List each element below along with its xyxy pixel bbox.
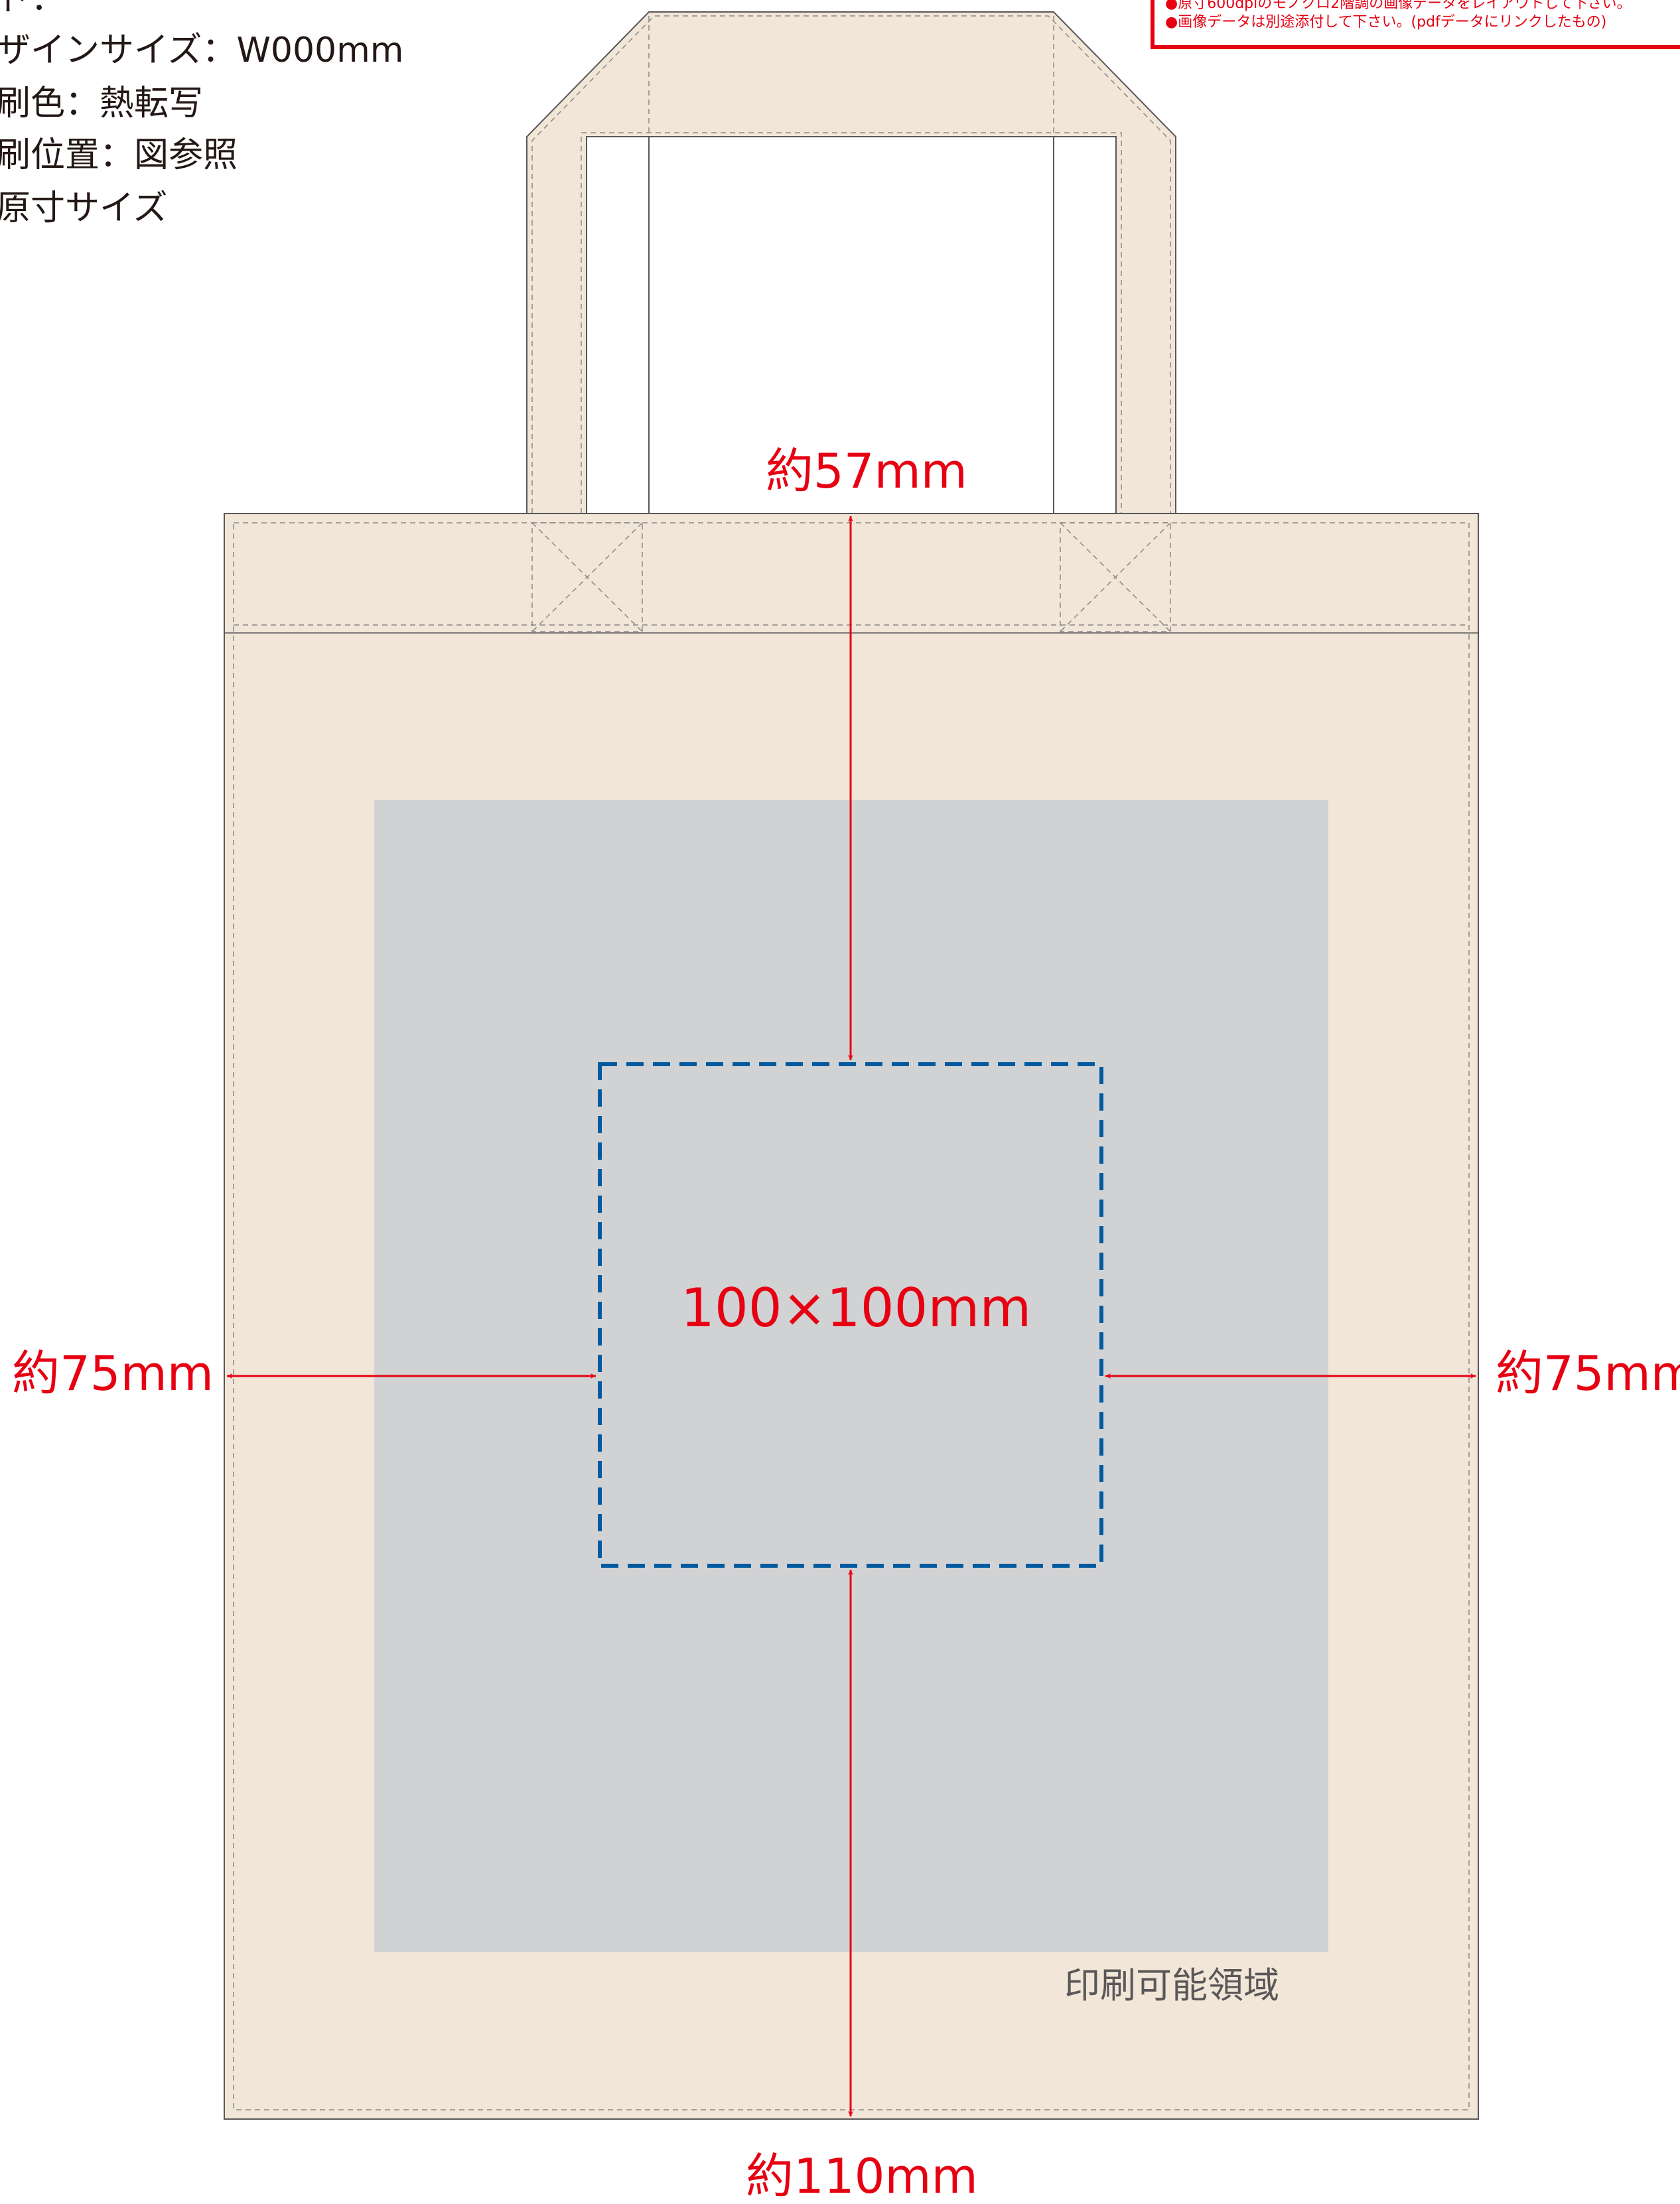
notice-line: ●画像データは別途添付して下さい。(pdfデータにリンクしたもの) (1165, 14, 1607, 31)
notice-line: ●原寸600dpiのモノクロ2階調の画像データをレイアウトして下さい。 (1165, 0, 1632, 12)
print-area-label: 印刷可能領域 (1064, 1964, 1279, 2006)
dimension-label-left: 約75mm (12, 1345, 214, 1401)
bag-handle (526, 11, 1176, 514)
dimension-label-top: 約57mm (766, 443, 967, 499)
spec-line: 原寸サイズ (0, 188, 168, 228)
handle-stitch-right (1060, 522, 1171, 632)
dimension-label-bottom: 約110mm (746, 2148, 978, 2204)
spec-line: ド： (0, 0, 65, 24)
design-box (598, 1062, 1103, 1568)
design-size-label: 100×100mm (681, 1277, 1032, 1339)
spec-line: 刷位置：図参照 (0, 135, 238, 175)
spec-line: 刷色：熱転写 (0, 84, 204, 123)
handle-stitch-left (531, 522, 643, 632)
spec-line: ザインサイズ：W000mm (0, 31, 404, 70)
dimension-label-right: 約75mm (1496, 1345, 1680, 1401)
notice-box: ●原寸600dpiのモノクロ2階調の画像データをレイアウトして下さい。 ●画像デ… (1151, 0, 1680, 49)
